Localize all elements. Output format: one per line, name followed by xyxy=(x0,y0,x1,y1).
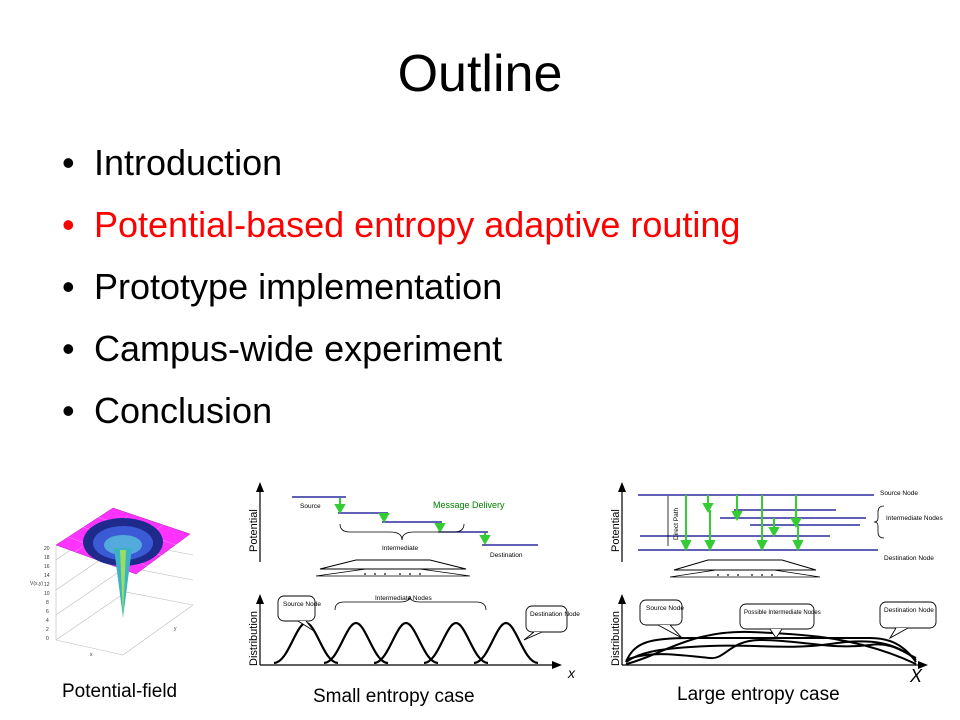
z-tick: 14 xyxy=(44,573,50,579)
possible-nodes-bubble: Possible Intermediate Nodes xyxy=(744,610,821,616)
source-label: Source xyxy=(300,503,321,510)
bullet-experiment: Campus-wide experiment xyxy=(62,318,740,380)
large-entropy-figure: Potential Direct Path Source Node Interm… xyxy=(610,482,943,686)
distribution-axis-label: Distribution xyxy=(610,611,622,666)
destination-node-label: Destination Node xyxy=(884,555,934,562)
z-tick: 18 xyxy=(44,555,50,561)
z-tick: 4 xyxy=(46,618,49,624)
distribution-axis-label: Distribution xyxy=(248,611,260,666)
bullet-list: Introduction Potential-based entropy ada… xyxy=(62,132,740,442)
caption-potential-field: Potential-field xyxy=(62,681,178,702)
z-tick: 20 xyxy=(44,546,50,552)
destination-bubble: Destination Node xyxy=(884,607,934,614)
direct-path-label: Direct Path xyxy=(673,507,680,540)
z-tick: 8 xyxy=(46,600,49,606)
intermediate-nodes-label: Intermediate Nodes xyxy=(886,515,943,522)
z-tick: 6 xyxy=(46,609,49,615)
small-entropy-figure: Potential Source Message Delivery Interm… xyxy=(248,482,580,681)
potential-field-figure: 20 18 16 14 12 10 8 6 4 2 0 V(x,y) x y xyxy=(30,507,194,658)
caption-large-entropy: Large entropy case xyxy=(677,684,840,705)
x-axis-label: x xyxy=(90,652,93,658)
z-tick: 2 xyxy=(46,627,49,633)
x-axis-label: x xyxy=(567,665,576,681)
potential-axis-label: Potential xyxy=(610,509,622,552)
z-tick: 10 xyxy=(44,591,50,597)
y-axis-label: y xyxy=(174,626,177,632)
caption-small-entropy: Small entropy case xyxy=(313,686,475,707)
source-node-label: Source Node xyxy=(880,490,918,497)
intermediate-label: Intermediate xyxy=(382,545,419,552)
bullet-entropy-routing: Potential-based entropy adaptive routing xyxy=(62,194,740,256)
bullet-prototype: Prototype implementation xyxy=(62,256,740,318)
z-axis-label: V(x,y) xyxy=(30,581,43,587)
z-tick: 0 xyxy=(46,636,49,642)
z-tick: 12 xyxy=(44,582,50,588)
bullet-introduction: Introduction xyxy=(62,132,740,194)
z-tick: 16 xyxy=(44,564,50,570)
intermediate-nodes-label: Intermediate Nodes xyxy=(375,595,432,602)
broad-distribution-curves xyxy=(625,630,917,665)
destination-label: Destination xyxy=(490,552,523,559)
source-bubble: Source Node xyxy=(646,605,684,612)
gaussian-curves xyxy=(273,621,539,665)
bullet-conclusion: Conclusion xyxy=(62,380,740,442)
slide-title: Outline xyxy=(397,45,563,103)
x-axis-label: X xyxy=(909,666,923,686)
destination-node-bubble: Destination Node xyxy=(530,611,580,618)
source-node-bubble: Source Node xyxy=(283,601,321,608)
message-delivery-label: Message Delivery xyxy=(433,500,505,510)
potential-axis-label: Potential xyxy=(248,509,260,552)
